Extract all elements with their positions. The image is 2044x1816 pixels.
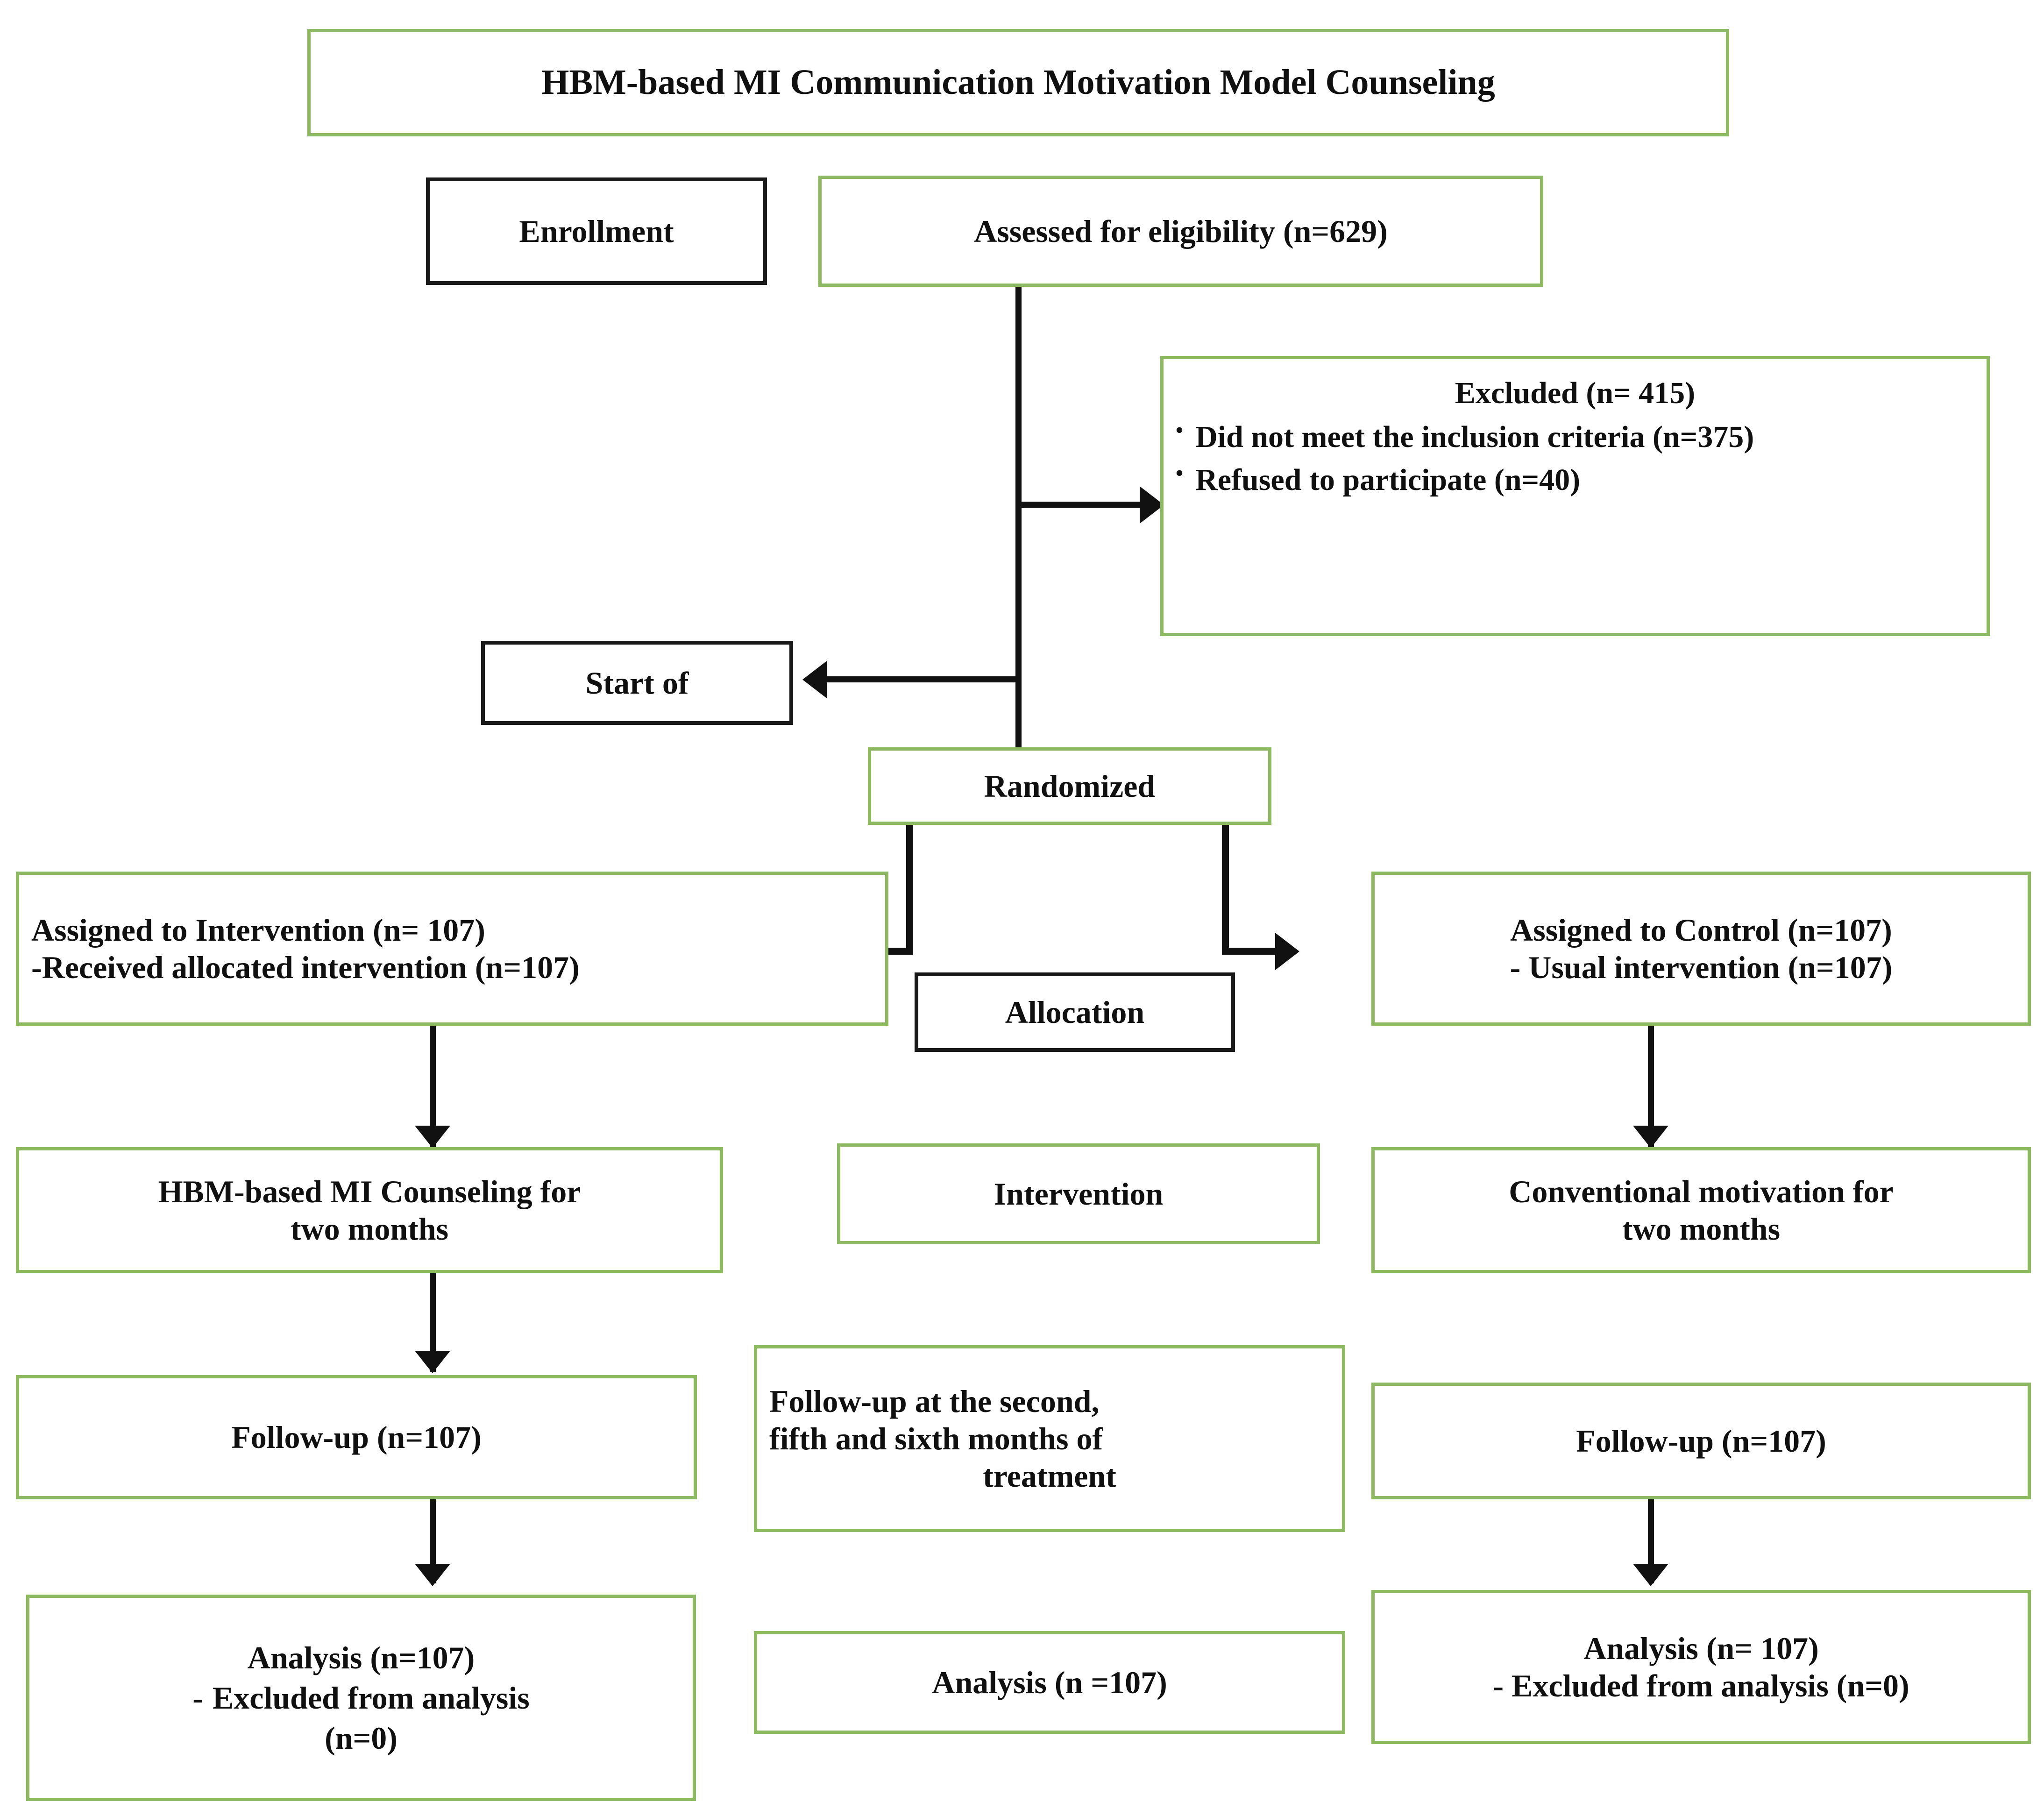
intervention-counseling-line2: two months — [290, 1211, 449, 1247]
arrowhead-followup-to-analysis-left — [415, 1564, 450, 1586]
connector-control-to-motivation — [1648, 1026, 1654, 1148]
connector-to-excluded — [1022, 502, 1143, 508]
stage-label-followup: Follow-up at the second, fifth and sixth… — [754, 1345, 1345, 1532]
bullet-icon: • — [1176, 461, 1184, 485]
node-control-motivation: Conventional motivation for two months — [1371, 1147, 2031, 1273]
stage-label-enrollment: Enrollment — [426, 177, 767, 285]
randomized-text: Randomized — [984, 768, 1156, 804]
assigned-intervention-line2: -Received allocated intervention (n=107) — [31, 950, 580, 985]
node-assigned-control: Assigned to Control (n=107) - Usual inte… — [1371, 872, 2031, 1026]
excluded-item-text: Did not meet the inclusion criteria (n=3… — [1195, 419, 1754, 454]
node-assessed-for-eligibility: Assessed for eligibility (n=629) — [818, 176, 1543, 287]
analysis-intervention-line3: (n=0) — [325, 1720, 397, 1756]
node-randomized: Randomized — [868, 747, 1271, 825]
control-motivation-line1: Conventional motivation for — [1509, 1173, 1894, 1209]
connector-randomized-left-vertical — [906, 825, 913, 954]
connector-randomized-right-vertical — [1222, 825, 1229, 954]
arrowhead-control-to-motivation — [1633, 1126, 1668, 1148]
connector-followup-to-analysis-left — [430, 1499, 436, 1583]
assigned-control-line1: Assigned to Control (n=107) — [1510, 912, 1892, 948]
excluded-title: Excluded (n= 415) — [1455, 376, 1696, 410]
connector-to-start-of — [827, 676, 1021, 682]
followup-control-text: Follow-up (n=107) — [1576, 1423, 1826, 1459]
connector-randomized-right-horizontal — [1222, 948, 1278, 955]
node-analysis-intervention: Analysis (n=107) - Excluded from analysi… — [26, 1595, 696, 1801]
node-followup-control: Follow-up (n=107) — [1371, 1383, 2031, 1499]
analysis-control-line2: - Excluded from analysis (n=0) — [1493, 1668, 1909, 1703]
followup-label-line3: treatment — [983, 1458, 1116, 1494]
assigned-control-line2: - Usual intervention (n=107) — [1510, 950, 1893, 985]
dash-icon: - — [192, 1680, 203, 1716]
node-followup-intervention: Follow-up (n=107) — [16, 1375, 697, 1499]
analysis-label-text: Analysis (n =107) — [932, 1664, 1167, 1700]
diagram-title: HBM-based MI Communication Motivation Mo… — [541, 63, 1495, 102]
arrowhead-to-excluded — [1140, 486, 1164, 524]
allocation-label-text: Allocation — [1005, 994, 1145, 1030]
start-of-text: Start of — [585, 665, 689, 701]
connector-trunk-vertical — [1015, 287, 1022, 770]
excluded-item: • Refused to participate (n=40) — [1176, 461, 1974, 498]
node-analysis-control: Analysis (n= 107) - Excluded from analys… — [1371, 1590, 2031, 1744]
excluded-item-text: Refused to participate (n=40) — [1195, 462, 1581, 497]
followup-intervention-text: Follow-up (n=107) — [231, 1419, 482, 1455]
arrowhead-to-control-arm — [1275, 933, 1299, 970]
bullet-icon: • — [1176, 418, 1184, 442]
enrollment-label-text: Enrollment — [519, 213, 674, 249]
control-motivation-line2: two months — [1622, 1211, 1781, 1247]
arrowhead-intervention-to-counseling — [415, 1126, 450, 1148]
followup-label-line2: fifth and sixth months of — [769, 1420, 1103, 1456]
excluded-item: • Did not meet the inclusion criteria (n… — [1176, 419, 1974, 455]
assigned-intervention-line1: Assigned to Intervention (n= 107) — [31, 912, 485, 948]
followup-label-line1: Follow-up at the second, — [769, 1383, 1100, 1419]
node-assigned-intervention: Assigned to Intervention (n= 107) -Recei… — [16, 872, 888, 1026]
stage-label-allocation: Allocation — [915, 972, 1235, 1052]
arrowhead-followup-to-analysis-right — [1633, 1564, 1668, 1586]
analysis-intervention-bullet-row: - Excluded from analysis — [42, 1679, 681, 1717]
connector-intervention-to-counseling — [430, 1026, 436, 1148]
assessed-text: Assessed for eligibility (n=629) — [974, 213, 1388, 249]
connector-followup-to-analysis-right — [1648, 1499, 1654, 1583]
node-excluded: Excluded (n= 415) • Did not meet the inc… — [1160, 356, 1990, 636]
stage-label-analysis: Analysis (n =107) — [754, 1631, 1345, 1734]
intervention-counseling-line1: HBM-based MI Counseling for — [158, 1173, 581, 1209]
stage-label-intervention: Intervention — [837, 1143, 1320, 1244]
stage-label-start-of: Start of — [481, 641, 793, 725]
node-intervention-counseling: HBM-based MI Counseling for two months — [16, 1147, 723, 1273]
arrowhead-counseling-to-followup — [415, 1351, 450, 1373]
diagram-title-box: HBM-based MI Communication Motivation Mo… — [307, 29, 1729, 136]
analysis-control-line1: Analysis (n= 107) — [1583, 1630, 1819, 1666]
arrowhead-to-start-of — [802, 661, 827, 698]
connector-counseling-to-followup — [430, 1273, 436, 1372]
intervention-label-text: Intervention — [994, 1176, 1164, 1212]
analysis-intervention-bullet: Excluded from analysis — [212, 1680, 530, 1716]
analysis-intervention-line1: Analysis (n=107) — [247, 1639, 475, 1675]
